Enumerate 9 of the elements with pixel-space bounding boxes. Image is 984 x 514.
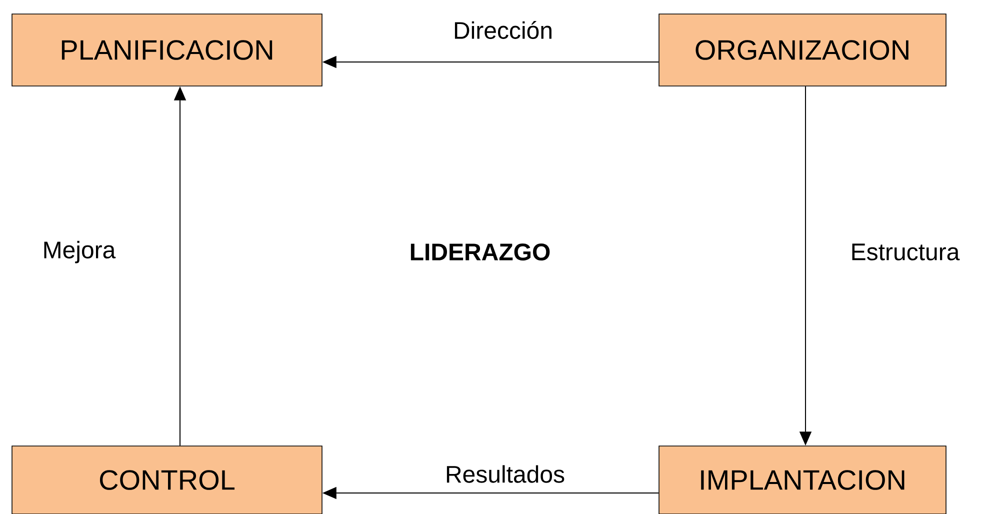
- process-box: ORGANIZACION: [658, 14, 946, 86]
- edge-label: Dirección: [454, 21, 552, 39]
- process-box: IMPLANTACION: [658, 446, 946, 514]
- edge-label: Resultados: [446, 465, 564, 483]
- edge-label: Estructura: [852, 244, 960, 260]
- process-box: PLANIFICACION: [12, 14, 322, 86]
- center-label: LIDERAZGO: [410, 244, 550, 260]
- edge-label: Mejora: [44, 240, 116, 264]
- process-box: CONTROL: [12, 446, 322, 514]
